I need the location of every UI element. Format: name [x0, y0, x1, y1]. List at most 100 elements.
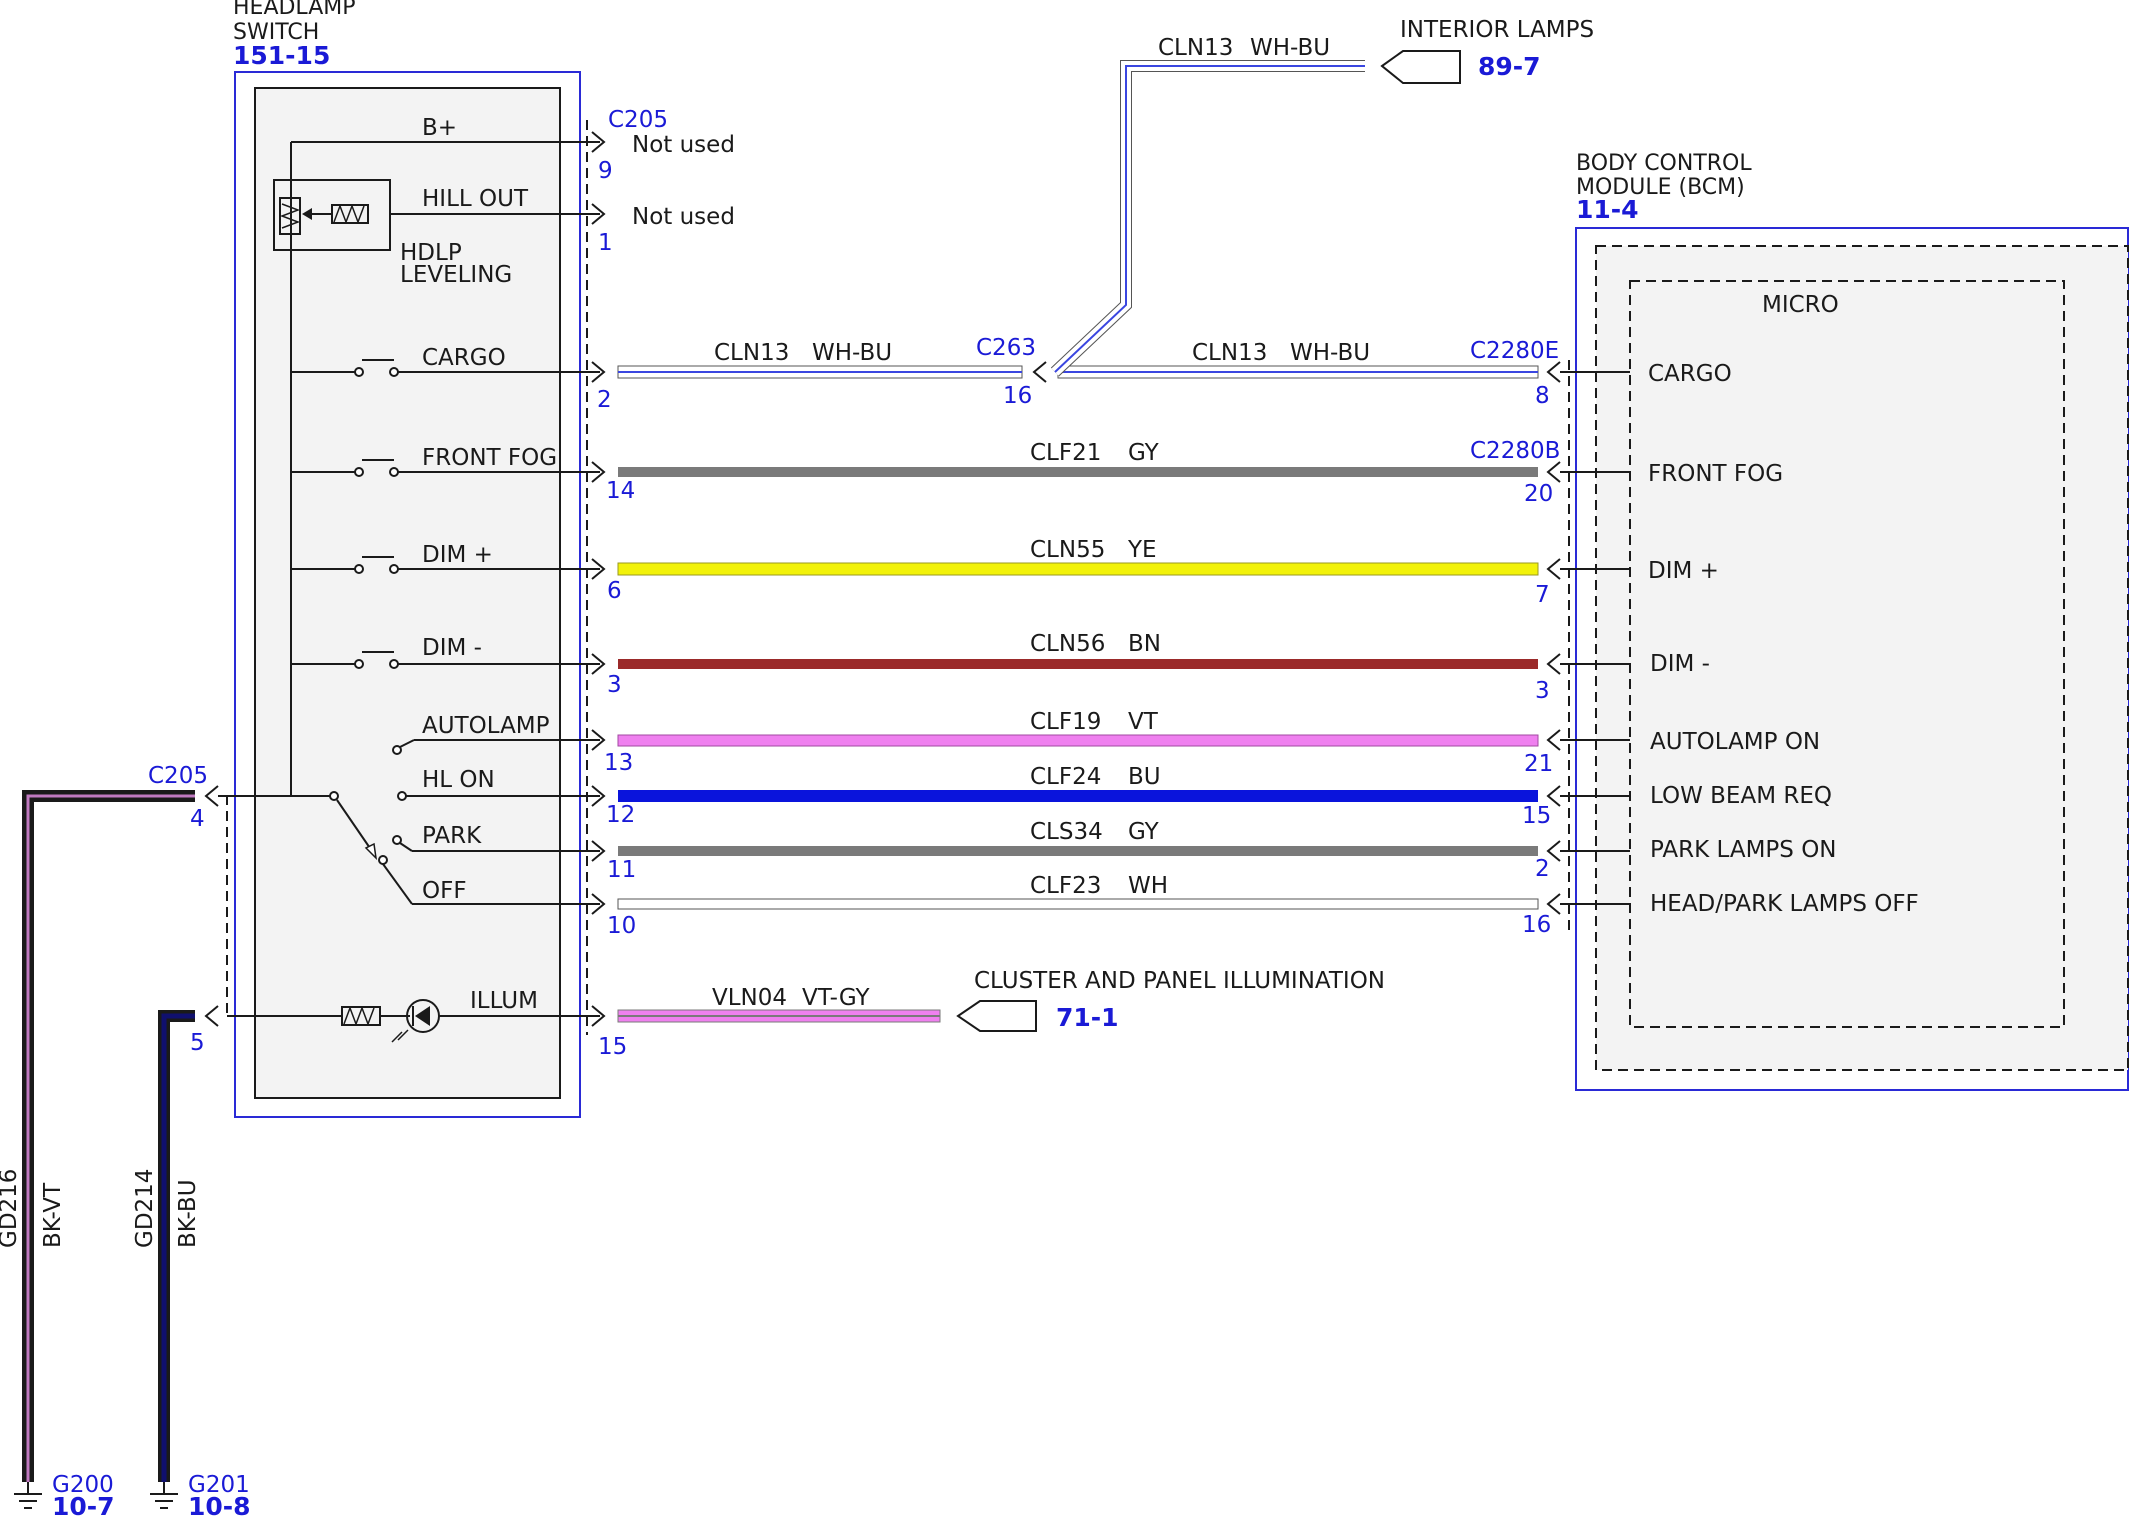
- autolamp-circuit-label: CLF19: [1030, 709, 1101, 735]
- interior-lamps-connector-shape: [1380, 50, 1461, 84]
- body-control-module[interactable]: BODY CONTROL MODULE (BCM) 11-4 MICRO: [1568, 151, 2129, 1091]
- autolamp-color-label: VT: [1128, 709, 1159, 735]
- hdlp-leveling-label-1: HDLP: [400, 240, 462, 266]
- bcm-input-dim-plus: DIM +: [1648, 558, 1719, 584]
- c2280e-connector[interactable]: C2280E: [1470, 338, 1559, 364]
- headlamp-switch[interactable]: HEADLAMP SWITCH 151-15: [226, 0, 588, 1118]
- pin-b-plus: 9: [598, 158, 613, 184]
- pin-cargo-switch: 2: [597, 387, 612, 413]
- rotary-headlamp-switch: [291, 739, 415, 905]
- interior-lamps-label: INTERIOR LAMPS: [1400, 17, 1594, 43]
- front-fog-circuit[interactable]: FRONT FOG 14 CLF21 GY C2280B 20 FRONT FO…: [291, 438, 1783, 507]
- hl-on-switch-label: HL ON: [422, 767, 495, 793]
- pin-hill-out: 1: [598, 230, 613, 256]
- c2280b-connector[interactable]: C2280B: [1470, 438, 1560, 464]
- hill-out-label: HILL OUT: [422, 186, 529, 212]
- illum-color-label: VT-GY: [802, 985, 870, 1011]
- cargo-switch-label: CARGO: [422, 345, 506, 371]
- c205-left-connector[interactable]: C205: [148, 763, 208, 789]
- headlamp-switch-outline: [234, 71, 581, 1118]
- headlamp-switch-ref[interactable]: 151-15: [233, 41, 330, 70]
- cluster-illum-ref: 71-1: [1056, 1003, 1119, 1032]
- cargo-right-color: WH-BU: [1290, 340, 1370, 366]
- pin-cargo-c263: 16: [1003, 383, 1032, 409]
- cargo-left-color: WH-BU: [812, 340, 892, 366]
- pin-auto-bcm: 21: [1524, 751, 1553, 777]
- interior-branch-color: WH-BU: [1250, 35, 1330, 61]
- pin-fog-switch: 14: [606, 478, 635, 504]
- pin-illum-switch: 15: [598, 1034, 627, 1060]
- park-circuit-label: CLS34: [1030, 819, 1103, 845]
- c205-top-connector[interactable]: C205: [608, 107, 668, 133]
- bcm-title-2: MODULE (BCM): [1576, 175, 1745, 200]
- pin-hlon-switch: 12: [606, 802, 635, 828]
- headlamp-switch-title-1: HEADLAMP: [233, 0, 356, 20]
- pin-dimm-switch: 3: [607, 672, 622, 698]
- gd216-circuit-label: GD216: [0, 1169, 22, 1248]
- pin-off-switch: 10: [607, 913, 636, 939]
- headlamp-switch-body: [254, 87, 561, 1099]
- off-circuit[interactable]: OFF 10 CLF23 WH 16 HEAD/PARK LAMPS OFF: [412, 873, 1919, 939]
- headlamp-switch-title-2: SWITCH: [233, 20, 319, 45]
- autolamp-switch-label: AUTOLAMP: [422, 713, 550, 739]
- illum-circuit[interactable]: ILLUM 15 VLN04 VT-GY CLUSTER AND PANEL I…: [204, 968, 1385, 1060]
- bcm-ref[interactable]: 11-4: [1576, 195, 1639, 224]
- pin-dimm-bcm: 3: [1535, 678, 1550, 704]
- gd216-color-label: BK-VT: [40, 1182, 66, 1248]
- hdlp-leveling-label-2: LEVELING: [400, 262, 512, 288]
- hl-on-circuit[interactable]: HL ON 12 CLF24 BU 15 LOW BEAM REQ: [406, 764, 1832, 829]
- pin-gnd2: 5: [190, 1030, 205, 1056]
- off-color-label: WH: [1128, 873, 1168, 899]
- c263-connector[interactable]: C263: [976, 335, 1036, 361]
- off-circuit-label: CLF23: [1030, 873, 1101, 899]
- pin-park-bcm: 2: [1535, 856, 1550, 882]
- dim-minus-switch-label: DIM -: [422, 635, 482, 661]
- pin-cargo-bcm: 8: [1535, 383, 1550, 409]
- pin-gnd1: 4: [190, 806, 205, 832]
- bcm-input-low-beam-req: LOW BEAM REQ: [1650, 783, 1832, 809]
- gd214-color-label: BK-BU: [175, 1179, 201, 1248]
- gd214-circuit-label: GD214: [132, 1169, 158, 1248]
- cluster-illum-label: CLUSTER AND PANEL ILLUMINATION: [974, 968, 1385, 994]
- not-used-label-2: Not used: [632, 204, 735, 230]
- hdlp-leveling: HILL OUT HDLP LEVELING 1 Not used: [273, 179, 735, 288]
- dim-plus-switch-label: DIM +: [422, 542, 493, 568]
- front-fog-color-label: GY: [1128, 440, 1160, 466]
- bcm-input-front-fog: FRONT FOG: [1648, 461, 1783, 487]
- g201-label[interactable]: G201: [188, 1472, 250, 1498]
- dim-minus-color-label: BN: [1128, 631, 1161, 657]
- bcm-input-dim-minus: DIM -: [1650, 651, 1710, 677]
- g200-label[interactable]: G200: [52, 1472, 114, 1498]
- illum-circuit-label: VLN04: [712, 985, 787, 1011]
- interior-lamps-ref: 89-7: [1478, 52, 1541, 81]
- g201-ref[interactable]: 10-8: [188, 1492, 251, 1516]
- autolamp-circuit[interactable]: AUTOLAMP 13 CLF19 VT 21 AUTOLAMP ON: [414, 709, 1820, 777]
- interior-branch-circuit: CLN13: [1158, 35, 1233, 61]
- pin-fog-bcm: 20: [1524, 481, 1553, 507]
- bcm-input-cargo: CARGO: [1648, 361, 1732, 387]
- dim-plus-circuit-label: CLN55: [1030, 537, 1105, 563]
- illum-switch-label: ILLUM: [470, 988, 538, 1014]
- interior-lamps-branch[interactable]: CLN13 WH-BU INTERIOR LAMPS 89-7: [1050, 17, 1594, 377]
- hl-on-circuit-label: CLF24: [1030, 764, 1101, 790]
- bcm-title-1: BODY CONTROL: [1576, 151, 1752, 176]
- cargo-right-circuit: CLN13: [1192, 340, 1267, 366]
- off-switch-label: OFF: [422, 878, 467, 904]
- dim-minus-circuit-label: CLN56: [1030, 631, 1105, 657]
- ground-circuit-gd216[interactable]: C205 4 GD216 BK-VT G200 10-7: [0, 763, 291, 1516]
- dim-minus-circuit[interactable]: DIM - 3 CLN56 BN 3 DIM -: [291, 631, 1710, 704]
- bcm-inner-dashed: [1595, 245, 2129, 1071]
- cluster-illum-connector-shape: [956, 1000, 1037, 1032]
- front-fog-switch-label: FRONT FOG: [422, 445, 557, 471]
- g200-ref[interactable]: 10-7: [52, 1492, 115, 1516]
- park-color-label: GY: [1128, 819, 1160, 845]
- bcm-input-park-lamps-on: PARK LAMPS ON: [1650, 837, 1837, 863]
- pin-park-switch: 11: [607, 857, 636, 883]
- park-circuit[interactable]: PARK 11 CLS34 GY 2 PARK LAMPS ON: [412, 819, 1837, 883]
- ground-circuit-gd214[interactable]: 5 GD214 BK-BU G201 10-8: [132, 1010, 251, 1516]
- dim-plus-circuit[interactable]: DIM + 6 CLN55 YE 7 DIM +: [291, 537, 1719, 608]
- bcm-micro-label: MICRO: [1762, 292, 1839, 318]
- cargo-left-circuit: CLN13: [714, 340, 789, 366]
- bcm-input-autolamp-on: AUTOLAMP ON: [1650, 729, 1820, 755]
